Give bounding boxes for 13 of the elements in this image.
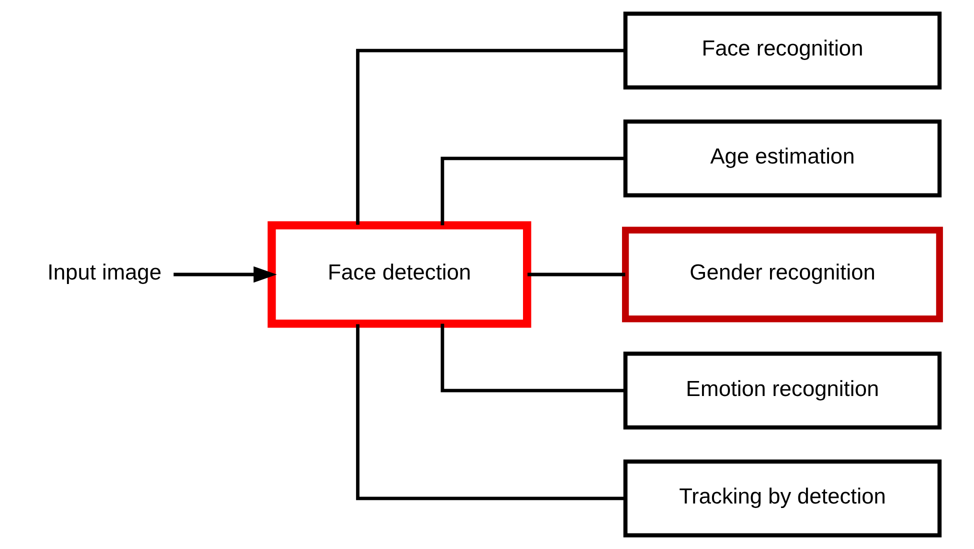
node-box: Face recognition [622, 12, 942, 90]
connector [356, 324, 624, 500]
arrow [173, 266, 276, 283]
node-box: Face detection [267, 221, 531, 328]
node-box: Tracking by detection [622, 460, 942, 538]
node-text: Input image [46, 260, 162, 285]
connector [440, 156, 625, 226]
node-box: Age estimation [622, 120, 942, 198]
node-box: Gender recognition [622, 226, 942, 322]
node-box: Emotion recognition [622, 352, 942, 430]
connector [527, 272, 625, 276]
connector [356, 48, 624, 225]
connector [440, 324, 625, 392]
